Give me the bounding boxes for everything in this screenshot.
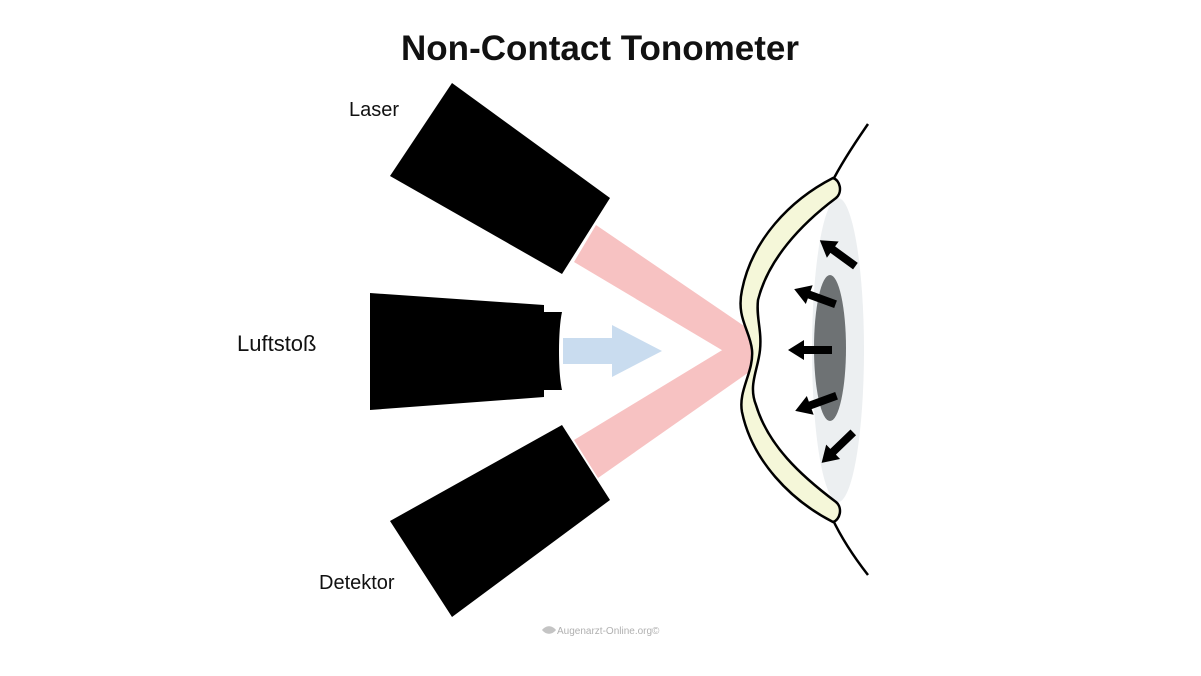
cornea: [739, 176, 842, 524]
laser-device: [390, 83, 610, 274]
watermark-text: Augenarzt-Online.org©: [557, 626, 660, 637]
air-nozzle: [370, 293, 562, 410]
label-detector: Detektor: [319, 572, 395, 594]
pressure-arrow: [819, 240, 858, 270]
laser-beam: [574, 225, 752, 478]
pressure-arrows: [788, 240, 858, 463]
eyeball: [795, 123, 1201, 576]
diagram-title: Non-Contact Tonometer: [401, 29, 799, 68]
detector-device: [390, 425, 610, 617]
air-puff-arrow: [563, 325, 662, 377]
pressure-arrow: [795, 392, 838, 415]
label-laser: Laser: [349, 99, 399, 121]
pressure-arrow: [821, 429, 857, 463]
pressure-arrow: [788, 340, 832, 360]
pressure-arrow: [794, 285, 837, 308]
watermark: Augenarzt-Online.org©: [542, 626, 660, 637]
eye-logo-icon: [542, 626, 556, 634]
label-air-puff: Luftstoß: [237, 331, 316, 356]
